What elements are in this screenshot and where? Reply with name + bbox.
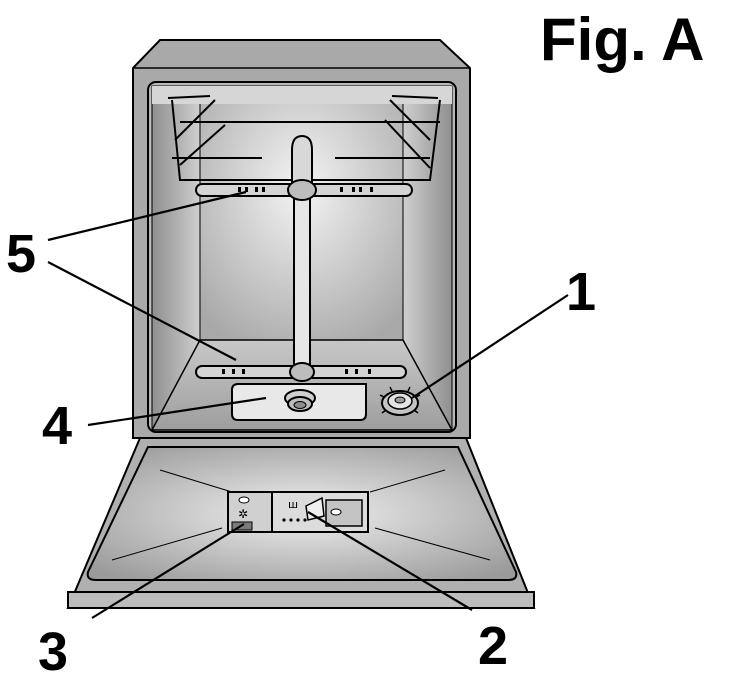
leader-5b <box>47 261 237 361</box>
callout-5: 5 <box>6 224 36 284</box>
leader-5a <box>47 190 247 242</box>
svg-text:✲: ✲ <box>238 507 248 521</box>
filter-assembly <box>231 383 367 421</box>
leader-2 <box>307 511 473 611</box>
callout-4: 4 <box>42 396 72 456</box>
svg-text:ш: ш <box>288 498 298 511</box>
callout-3: 3 <box>38 622 68 676</box>
figure-title: Fig. A <box>540 6 704 73</box>
callout-2: 2 <box>478 616 508 676</box>
detergent-dispenser: ш <box>271 491 369 533</box>
water-supply-pipe <box>291 134 313 373</box>
leader-4 <box>87 396 267 427</box>
callout-labels: 1 2 3 4 5 <box>6 224 596 676</box>
lower-spray-arm <box>195 362 407 382</box>
callout-1: 1 <box>566 262 596 322</box>
leader-1 <box>411 294 569 399</box>
leader-3 <box>91 523 245 619</box>
rinse-aid-dispenser: ✲ <box>227 491 273 533</box>
upper-spray-arm <box>195 179 413 201</box>
callout-leaders <box>47 190 569 619</box>
salt-container-cap <box>379 386 421 416</box>
